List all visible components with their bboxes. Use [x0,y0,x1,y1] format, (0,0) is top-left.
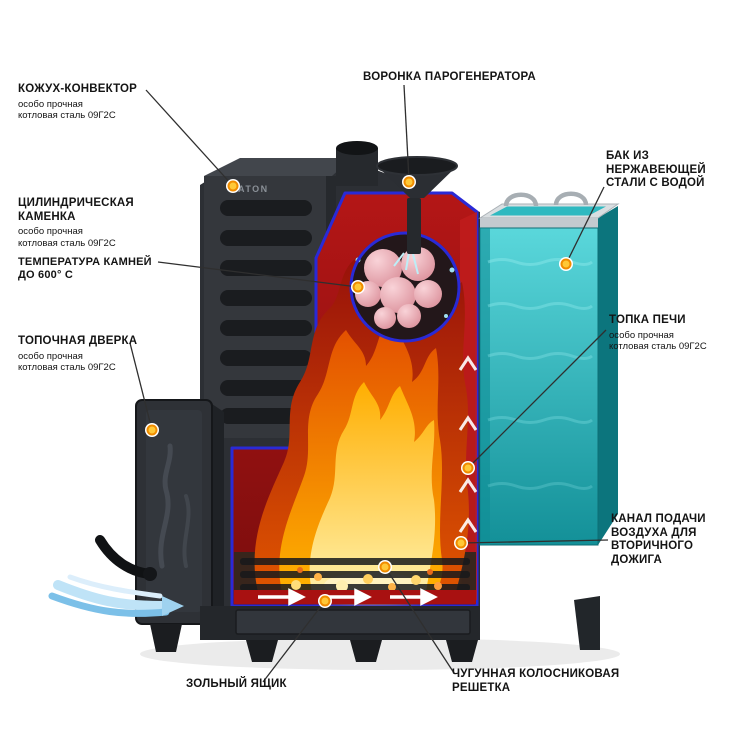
leader-line-kamenka [157,261,359,288]
label-voronka-parogeneratora: ВОРОНКА ПАРОГЕНЕРАТОРА [363,71,536,85]
label-title: ВОЗДУХА ДЛЯ [611,526,697,539]
label-subtitle: особо прочная котловая сталь 09Г2С [609,329,707,353]
label-chugunnaya-reshetka: ЧУГУННАЯ КОЛОСНИКОВАЯ РЕШЕТКА [452,668,619,695]
stove-leg [350,640,382,662]
brand-logo: ATON [238,184,269,194]
callout-dots [145,175,573,608]
leader-line-dverka [129,342,153,431]
label-kozhuh-konvektor: КОЖУХ-КОНВЕКТОР особо прочная котловая с… [18,83,137,122]
label-topka-pechi: ТОПКА ПЕЧИ особо прочная котловая сталь … [609,314,707,353]
label-temperature: ТЕМПЕРАТУРА КАМНЕЙ ДО 600° С [18,256,152,281]
label-title: ТОПКА ПЕЧИ [609,314,686,326]
secondary-air-arrows [234,588,476,606]
label-tsilindricheskaya-kamenka: ЦИЛИНДРИЧЕСКАЯ КАМЕНКА особо прочная кот… [18,197,152,282]
callout-dot-kanal [454,536,468,550]
steam-funnel [376,156,458,254]
label-title: ЧУГУННАЯ КОЛОСНИКОВАЯ [452,668,620,680]
label-title: ЗОЛЬНЫЙ ЯЩИК [186,678,287,690]
label-title: ВТОРИЧНОГО [611,540,694,552]
stove-leg [246,640,278,662]
callout-dot-zolnik [318,594,332,608]
channel-air-arrows [458,355,478,533]
label-title: КОЖУХ-КОНВЕКТОР [18,83,138,95]
ash-box [150,596,600,662]
label-title: ЦИЛИНДРИЧЕСКАЯ [18,197,134,209]
leader-line-kanal [460,539,609,544]
chimney-pipe [336,141,378,186]
cast-iron-grate [240,558,470,592]
label-title: КАНАЛ ПОДАЧИ [611,513,706,525]
label-title: ДОЖИГА [611,553,662,566]
leader-line-zolnik [262,600,326,683]
callout-dot-dverka [145,423,159,437]
label-title: ТОПОЧНАЯ ДВЕРКА [18,335,138,347]
label-subtitle: особо прочная котловая сталь 09Г2С [18,98,116,122]
label-title: БАК ИЗ [606,150,650,162]
leader-line-voronka [403,84,410,181]
leader-line-topka [467,329,607,469]
leader-line-reshetka [384,566,455,674]
convector-slots [220,200,312,424]
label-kanal-podachi-vozdukha: КАНАЛ ПОДАЧИ ВОЗДУХА ДЛЯ ВТОРИЧНОГО ДОЖИ… [611,513,706,567]
stove-leg [446,640,478,662]
label-title: НЕРЖАВЕЮЩЕЙ [606,163,706,176]
callout-dot-voronka [402,175,416,189]
callout-dot-topka [461,461,475,475]
label-subtitle: особо прочная котловая сталь 09Г2С [18,350,116,374]
firebox-door [95,399,224,625]
label-zolny-yashchik: ЗОЛЬНЫЙ ЯЩИК [186,678,287,692]
callout-dot-reshetka [378,560,392,574]
stove-leg [574,596,600,650]
stone-heater [349,231,461,343]
embers [291,567,442,592]
stove-leg [150,624,182,652]
tank-handle [553,191,589,206]
label-topochnaya-dverka: ТОПОЧНАЯ ДВЕРКА особо прочная котловая с… [18,335,137,374]
callout-dot-bak [559,257,573,271]
label-title: РЕШЕТКА [452,681,511,694]
label-title: СТАЛИ С ВОДОЙ [606,177,705,189]
callout-dot-kozhuh [226,179,240,193]
label-title: КАМЕНКА [18,210,76,223]
air-flow-arrows [48,574,184,617]
water-tank [478,191,620,546]
leader-line-kozhuh [145,89,234,187]
label-subtitle: особо прочная котловая сталь 09Г2С [18,226,116,249]
label-title: ВОРОНКА ПАРОГЕНЕРАТОРА [363,71,536,83]
leader-lines [129,84,609,683]
leader-line-bak [565,186,605,265]
label-bak-s-vodoy: БАК ИЗ НЕРЖАВЕЮЩЕЙ СТАЛИ С ВОДОЙ [606,150,706,191]
tank-handle [503,192,539,207]
callout-dot-kamenka [351,280,365,294]
